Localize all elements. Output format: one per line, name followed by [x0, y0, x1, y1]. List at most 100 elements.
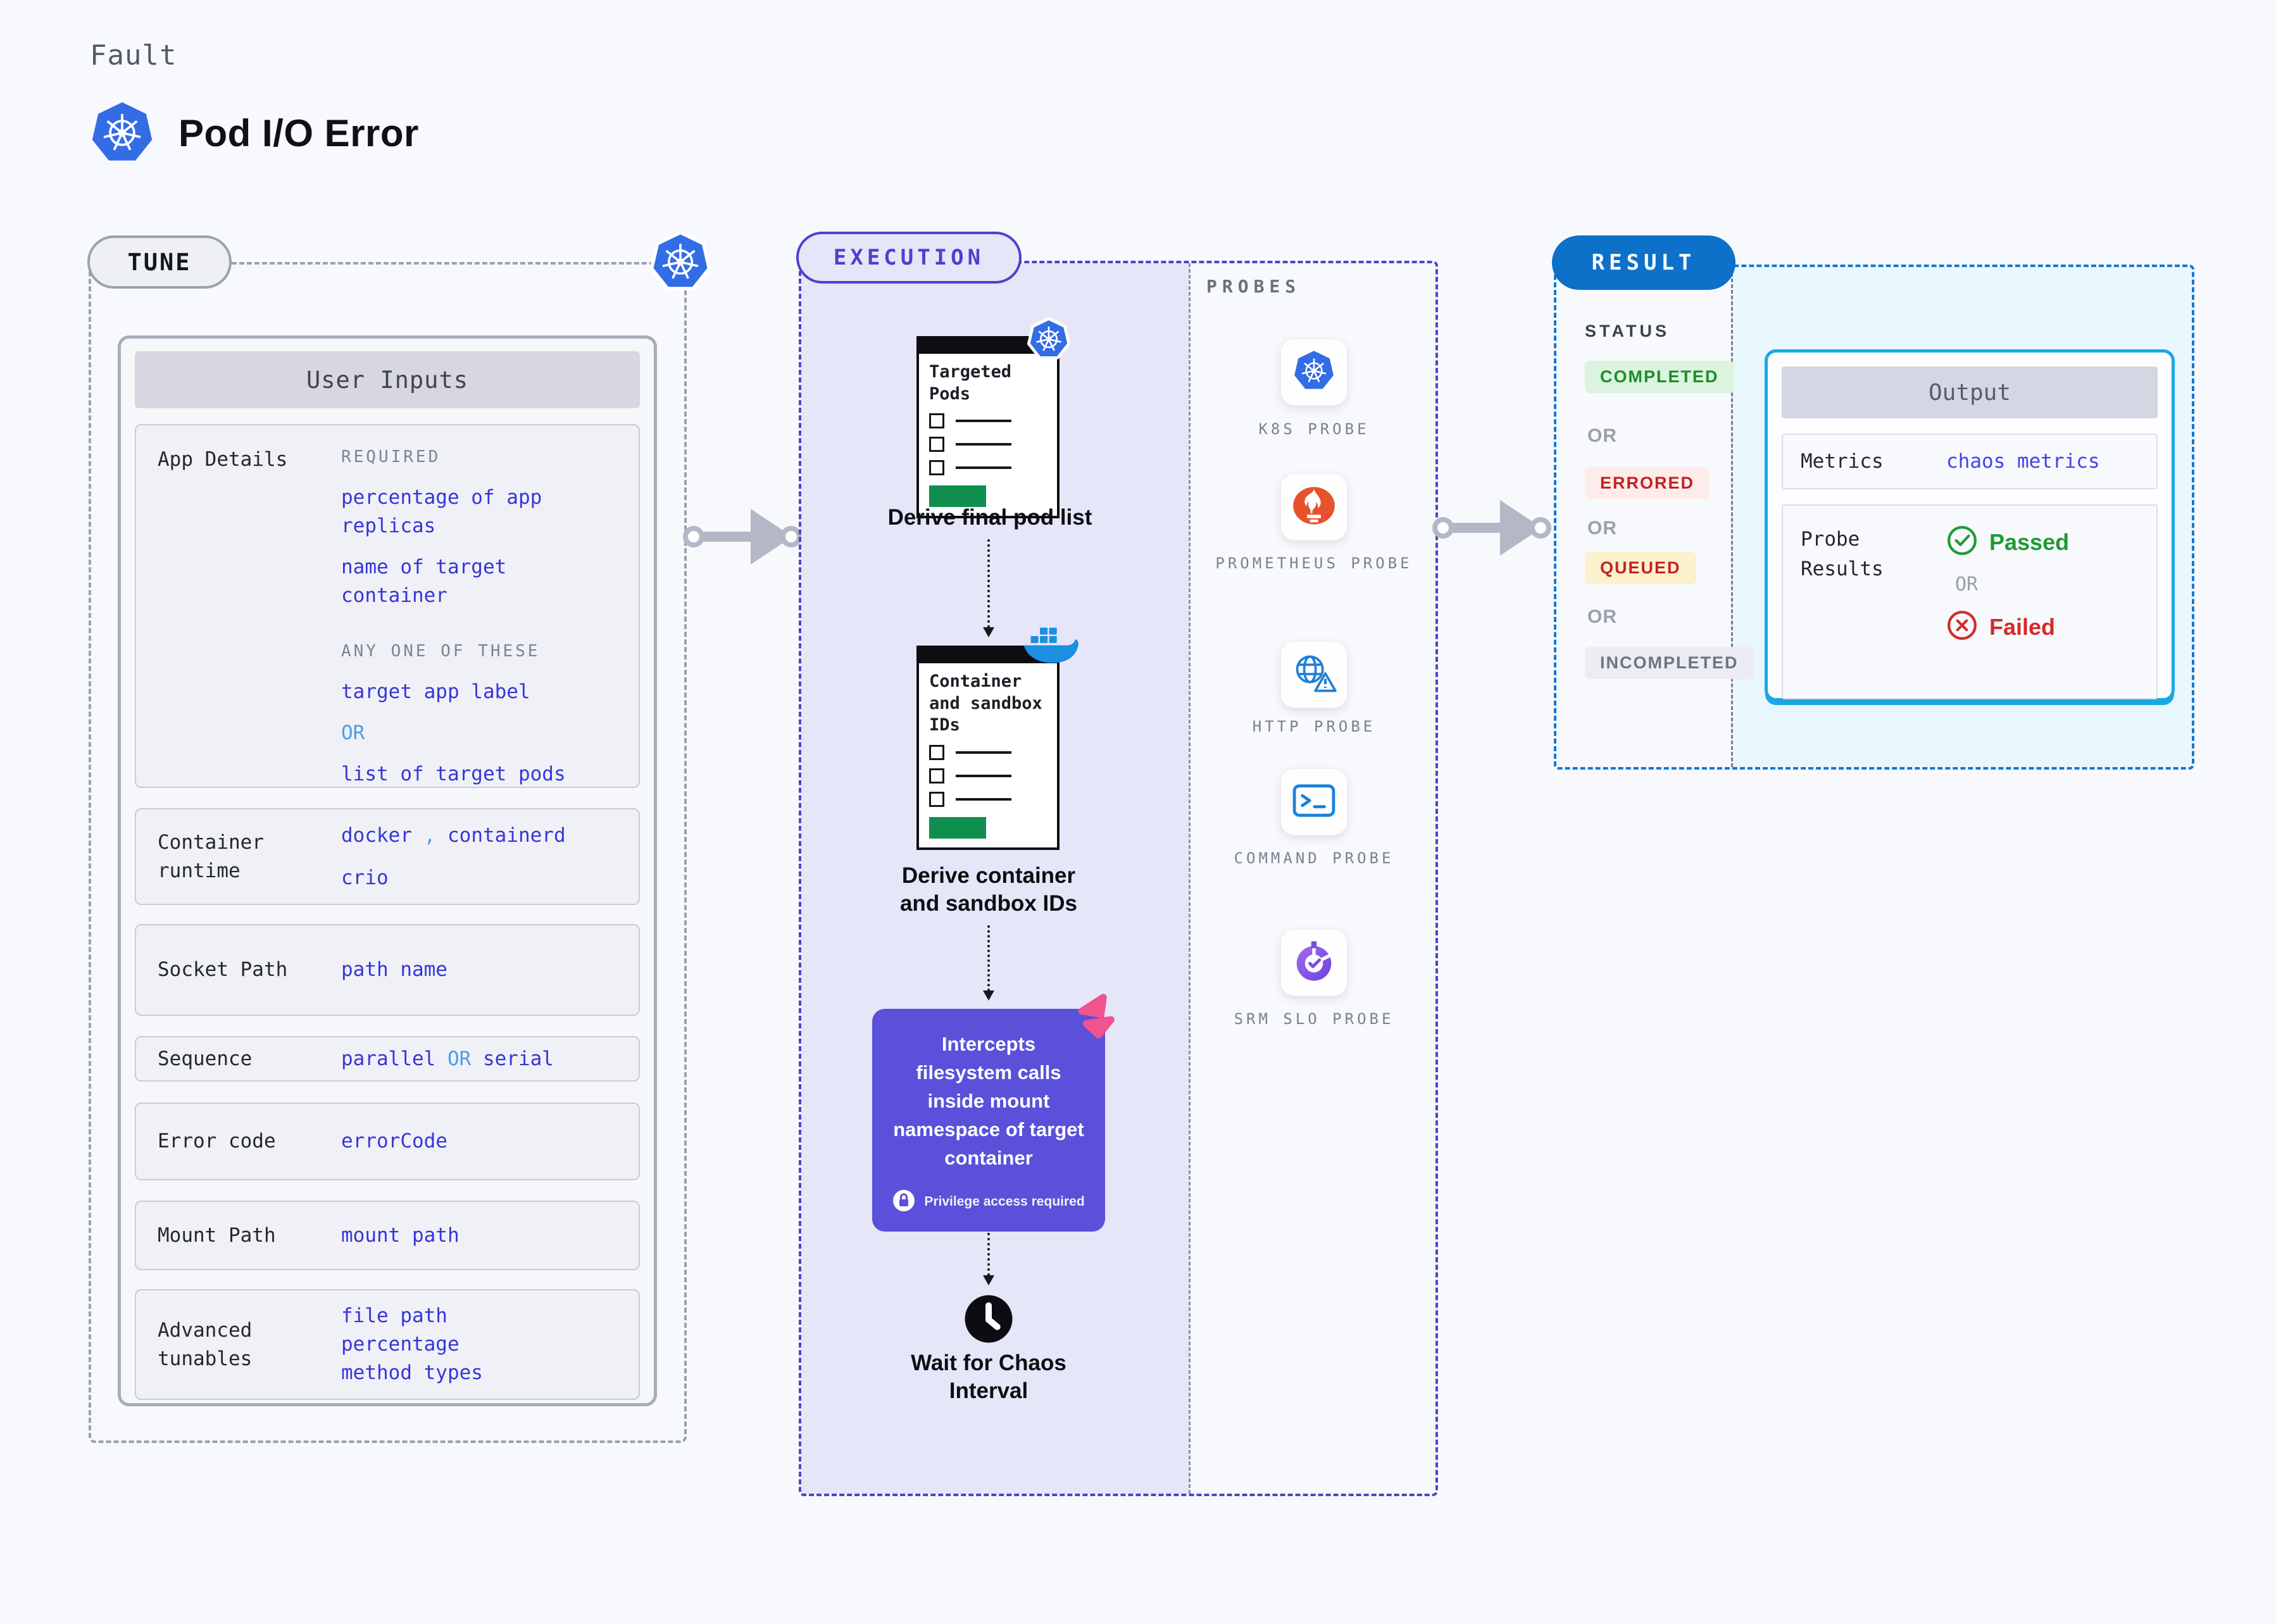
or-text: OR — [447, 1047, 472, 1070]
or-text: OR — [1587, 606, 1617, 627]
row-value: errorCode — [341, 1130, 447, 1153]
any-one-heading: ANY ONE OF THESE — [341, 642, 541, 661]
globe-warning-icon — [1291, 653, 1337, 697]
or-text: OR — [341, 721, 365, 745]
row-value: mount path — [341, 1223, 460, 1247]
slo-pie-icon — [1292, 939, 1336, 987]
checklist-item — [929, 460, 1047, 476]
checklist-item — [929, 791, 1047, 807]
row-value: percentage — [341, 1333, 460, 1356]
line-icon — [956, 751, 1011, 754]
intercept-step-box: Intercepts filesystem calls inside mount… — [872, 1009, 1105, 1232]
checkbox-icon — [929, 437, 944, 453]
user-inputs-card: User Inputs App Details REQUIRED percent… — [118, 335, 657, 1406]
k8s-probe-card — [1280, 339, 1347, 406]
input-row-container-runtime: Container runtime docker , containerd cr… — [135, 808, 640, 905]
row-value: docker — [341, 823, 412, 847]
probe-label: K8S PROBE — [1258, 420, 1370, 438]
execution-pill-label: EXECUTION — [796, 232, 1022, 284]
probe-label: SRM SLO PROBE — [1234, 1010, 1394, 1028]
row-value: percentage of app replicas — [341, 485, 542, 537]
row-value: parallel — [341, 1047, 436, 1070]
metrics-label: Metrics — [1801, 450, 1884, 473]
line-icon — [956, 797, 1011, 801]
checklist-item — [929, 413, 1047, 429]
clock-icon — [963, 1294, 1014, 1344]
metrics-value: chaos metrics — [1946, 450, 2100, 473]
input-row-error-code: Error code errorCode — [135, 1102, 640, 1180]
execution-section — [799, 261, 1438, 1496]
step-caption: Derive container and sandbox IDs — [899, 863, 1078, 916]
checkbox-icon — [929, 460, 944, 476]
step-caption: Wait for Chaos Interval — [911, 1351, 1066, 1403]
or-text: OR — [1955, 573, 1979, 596]
row-label: Advanced tunables — [158, 1318, 253, 1370]
row-label: Container runtime — [158, 830, 264, 882]
prometheus-icon — [1292, 484, 1336, 531]
row-value: target app label — [341, 680, 530, 704]
row-label: Sequence — [158, 1047, 253, 1070]
separator: , — [423, 823, 436, 847]
row-value: method types — [341, 1361, 483, 1384]
probe-label: COMMAND PROBE — [1234, 849, 1394, 867]
or-text: OR — [1587, 425, 1617, 446]
command-probe-card — [1280, 768, 1347, 835]
line-icon — [956, 774, 1011, 777]
privilege-badge: Privilege access required — [924, 1194, 1085, 1209]
tune-section — [89, 262, 687, 1443]
doc-title: Container and sandbox IDs — [929, 671, 1042, 735]
row-label: Error code — [158, 1130, 276, 1153]
kubernetes-icon — [647, 228, 714, 296]
flow-connector — [983, 1197, 994, 1285]
line-icon — [956, 420, 1011, 423]
arrow-right-icon — [1432, 500, 1551, 556]
output-card: Output Metrics chaos metrics Probe Resul… — [1765, 349, 2175, 701]
required-heading: REQUIRED — [341, 447, 441, 466]
terminal-icon — [1292, 782, 1336, 822]
result-section — [1554, 265, 2194, 770]
lock-icon — [892, 1189, 915, 1215]
input-row-mount-path: Mount Path mount path — [135, 1201, 640, 1270]
kubernetes-icon — [87, 97, 157, 168]
targeted-pods-doc: Targeted Pods — [916, 336, 1060, 519]
input-row-sequence: Sequence parallel OR serial — [135, 1036, 640, 1082]
green-bar-icon — [929, 816, 986, 839]
kubernetes-icon — [1025, 315, 1072, 363]
http-probe-card — [1280, 641, 1347, 708]
container-ids-doc: Container and sandbox IDs — [916, 646, 1060, 850]
chaos-icon — [1071, 991, 1120, 1040]
docker-icon — [1022, 623, 1080, 671]
status-badge: ERRORED — [1585, 467, 1710, 499]
row-value: path name — [341, 958, 447, 982]
row-value: file path — [341, 1304, 447, 1328]
status-badge: COMPLETED — [1585, 361, 1734, 393]
failed-text: Failed — [1989, 613, 2056, 640]
flow-connector — [983, 925, 994, 1001]
checklist-item — [929, 437, 1047, 453]
passed-text: Passed — [1989, 528, 2070, 555]
input-row-app-details: App Details REQUIRED percentage of app r… — [135, 424, 640, 788]
checkbox-icon — [929, 744, 944, 760]
input-row-socket-path: Socket Path path name — [135, 924, 640, 1016]
user-inputs-title: User Inputs — [135, 351, 640, 408]
checkbox-icon — [929, 791, 944, 807]
srm-slo-probe-card — [1280, 929, 1347, 996]
probe-label: HTTP PROBE — [1252, 718, 1376, 735]
checkbox-icon — [929, 768, 944, 784]
tune-pill-label: TUNE — [87, 235, 232, 289]
probes-divider — [1189, 263, 1191, 1494]
row-label: Mount Path — [158, 1223, 276, 1247]
or-text: OR — [1587, 518, 1617, 539]
row-value: name of target container — [341, 555, 507, 607]
metrics-row: Metrics chaos metrics — [1782, 434, 2158, 489]
probes-heading: PROBES — [1206, 276, 1301, 297]
checklist-item — [929, 744, 1047, 760]
row-value: list of target pods — [341, 763, 566, 785]
row-label: App Details — [158, 448, 288, 471]
x-circle-icon — [1946, 609, 1978, 644]
page-title: Pod I/O Error — [178, 112, 419, 154]
probe-label: PROMETHEUS PROBE — [1215, 554, 1413, 572]
input-row-advanced-tunables: Advanced tunables file path percentage m… — [135, 1289, 640, 1400]
prometheus-probe-card — [1280, 473, 1347, 540]
